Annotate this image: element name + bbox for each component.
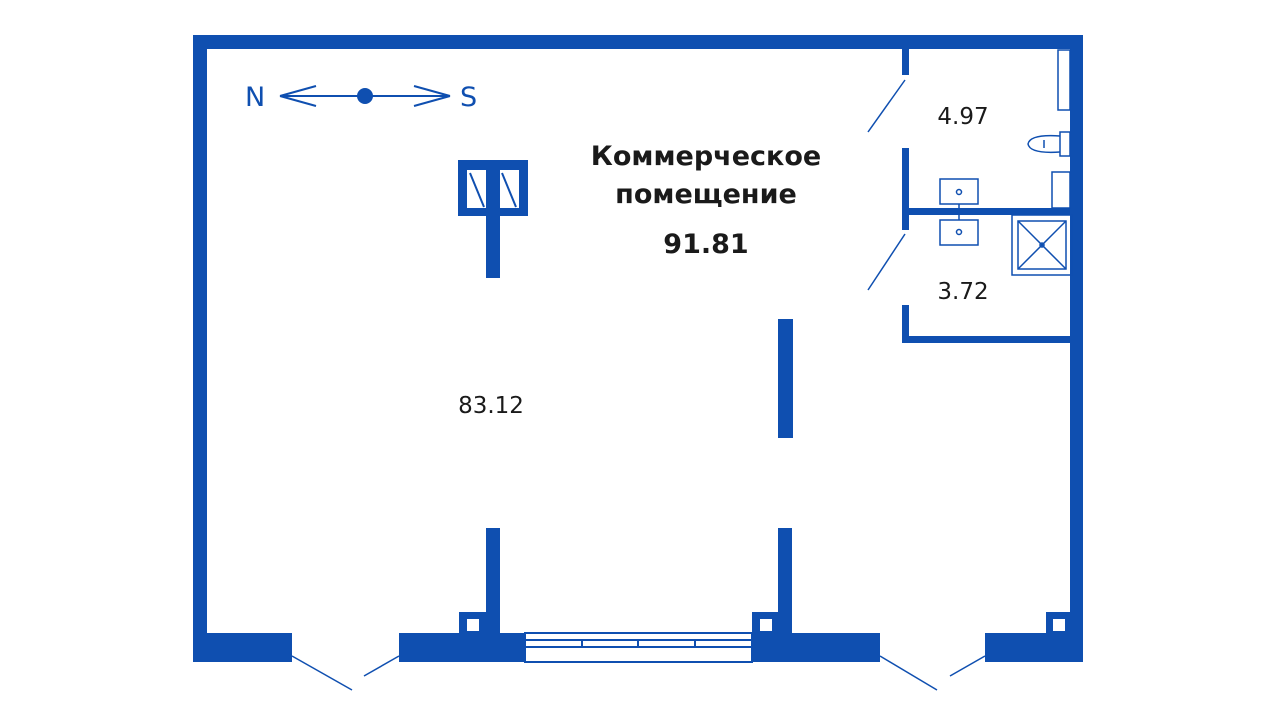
wall-wc-lower <box>902 305 909 343</box>
wall-left <box>193 35 207 662</box>
wall-bath-bottom <box>902 336 1077 343</box>
partition-center <box>778 319 793 438</box>
stub-insets <box>467 619 1065 631</box>
door-swing-front-left-a <box>291 655 353 691</box>
total-area: 91.81 <box>663 229 748 260</box>
wall-bottom-left <box>193 633 292 662</box>
compass: N S <box>245 82 477 113</box>
compass-center-dot <box>357 88 373 104</box>
stub-inset-right <box>760 619 772 631</box>
stub-inset-corner <box>1053 619 1065 631</box>
door-swing-wc <box>867 79 906 133</box>
wall-bottom-right <box>985 633 1083 662</box>
wall-bath-divider <box>902 208 1077 215</box>
stub-inset-left <box>467 619 479 631</box>
front-window <box>524 632 753 663</box>
pipe-icon <box>1057 49 1071 111</box>
cabinet-icon <box>1051 171 1071 209</box>
main-room-area: 83.12 <box>458 393 524 419</box>
room-title-line1: Коммерческое <box>591 141 821 172</box>
wall-wc-middle <box>902 148 909 230</box>
tee-column-stem <box>486 210 500 278</box>
wall-bottom-mid-right <box>752 633 880 662</box>
compass-north-label: N <box>245 82 265 113</box>
room-title-line2: помещение <box>615 179 797 210</box>
vent-shaft <box>458 160 528 216</box>
sink-icon <box>939 178 979 208</box>
compass-south-label: S <box>460 82 477 113</box>
door-swings <box>291 79 986 691</box>
column-left <box>486 528 500 634</box>
door-swing-front-right-b <box>949 655 986 677</box>
wall-top <box>193 35 1083 49</box>
toilet-icon <box>1027 131 1071 157</box>
wall-wc-upper <box>902 45 909 75</box>
shower-area: 3.72 <box>937 279 988 305</box>
walls <box>193 35 1083 662</box>
door-swing-shower <box>867 233 906 291</box>
wall-right <box>1070 35 1083 662</box>
door-swing-front-right-a <box>879 655 938 691</box>
door-swing-front-left-b <box>363 655 400 677</box>
shower-tray-icon <box>1011 214 1073 276</box>
sink-icon <box>939 215 979 246</box>
fixtures <box>939 49 1073 276</box>
column-right <box>778 528 792 634</box>
wall-bottom-mid-left <box>399 633 525 662</box>
wc-area: 4.97 <box>937 104 988 130</box>
